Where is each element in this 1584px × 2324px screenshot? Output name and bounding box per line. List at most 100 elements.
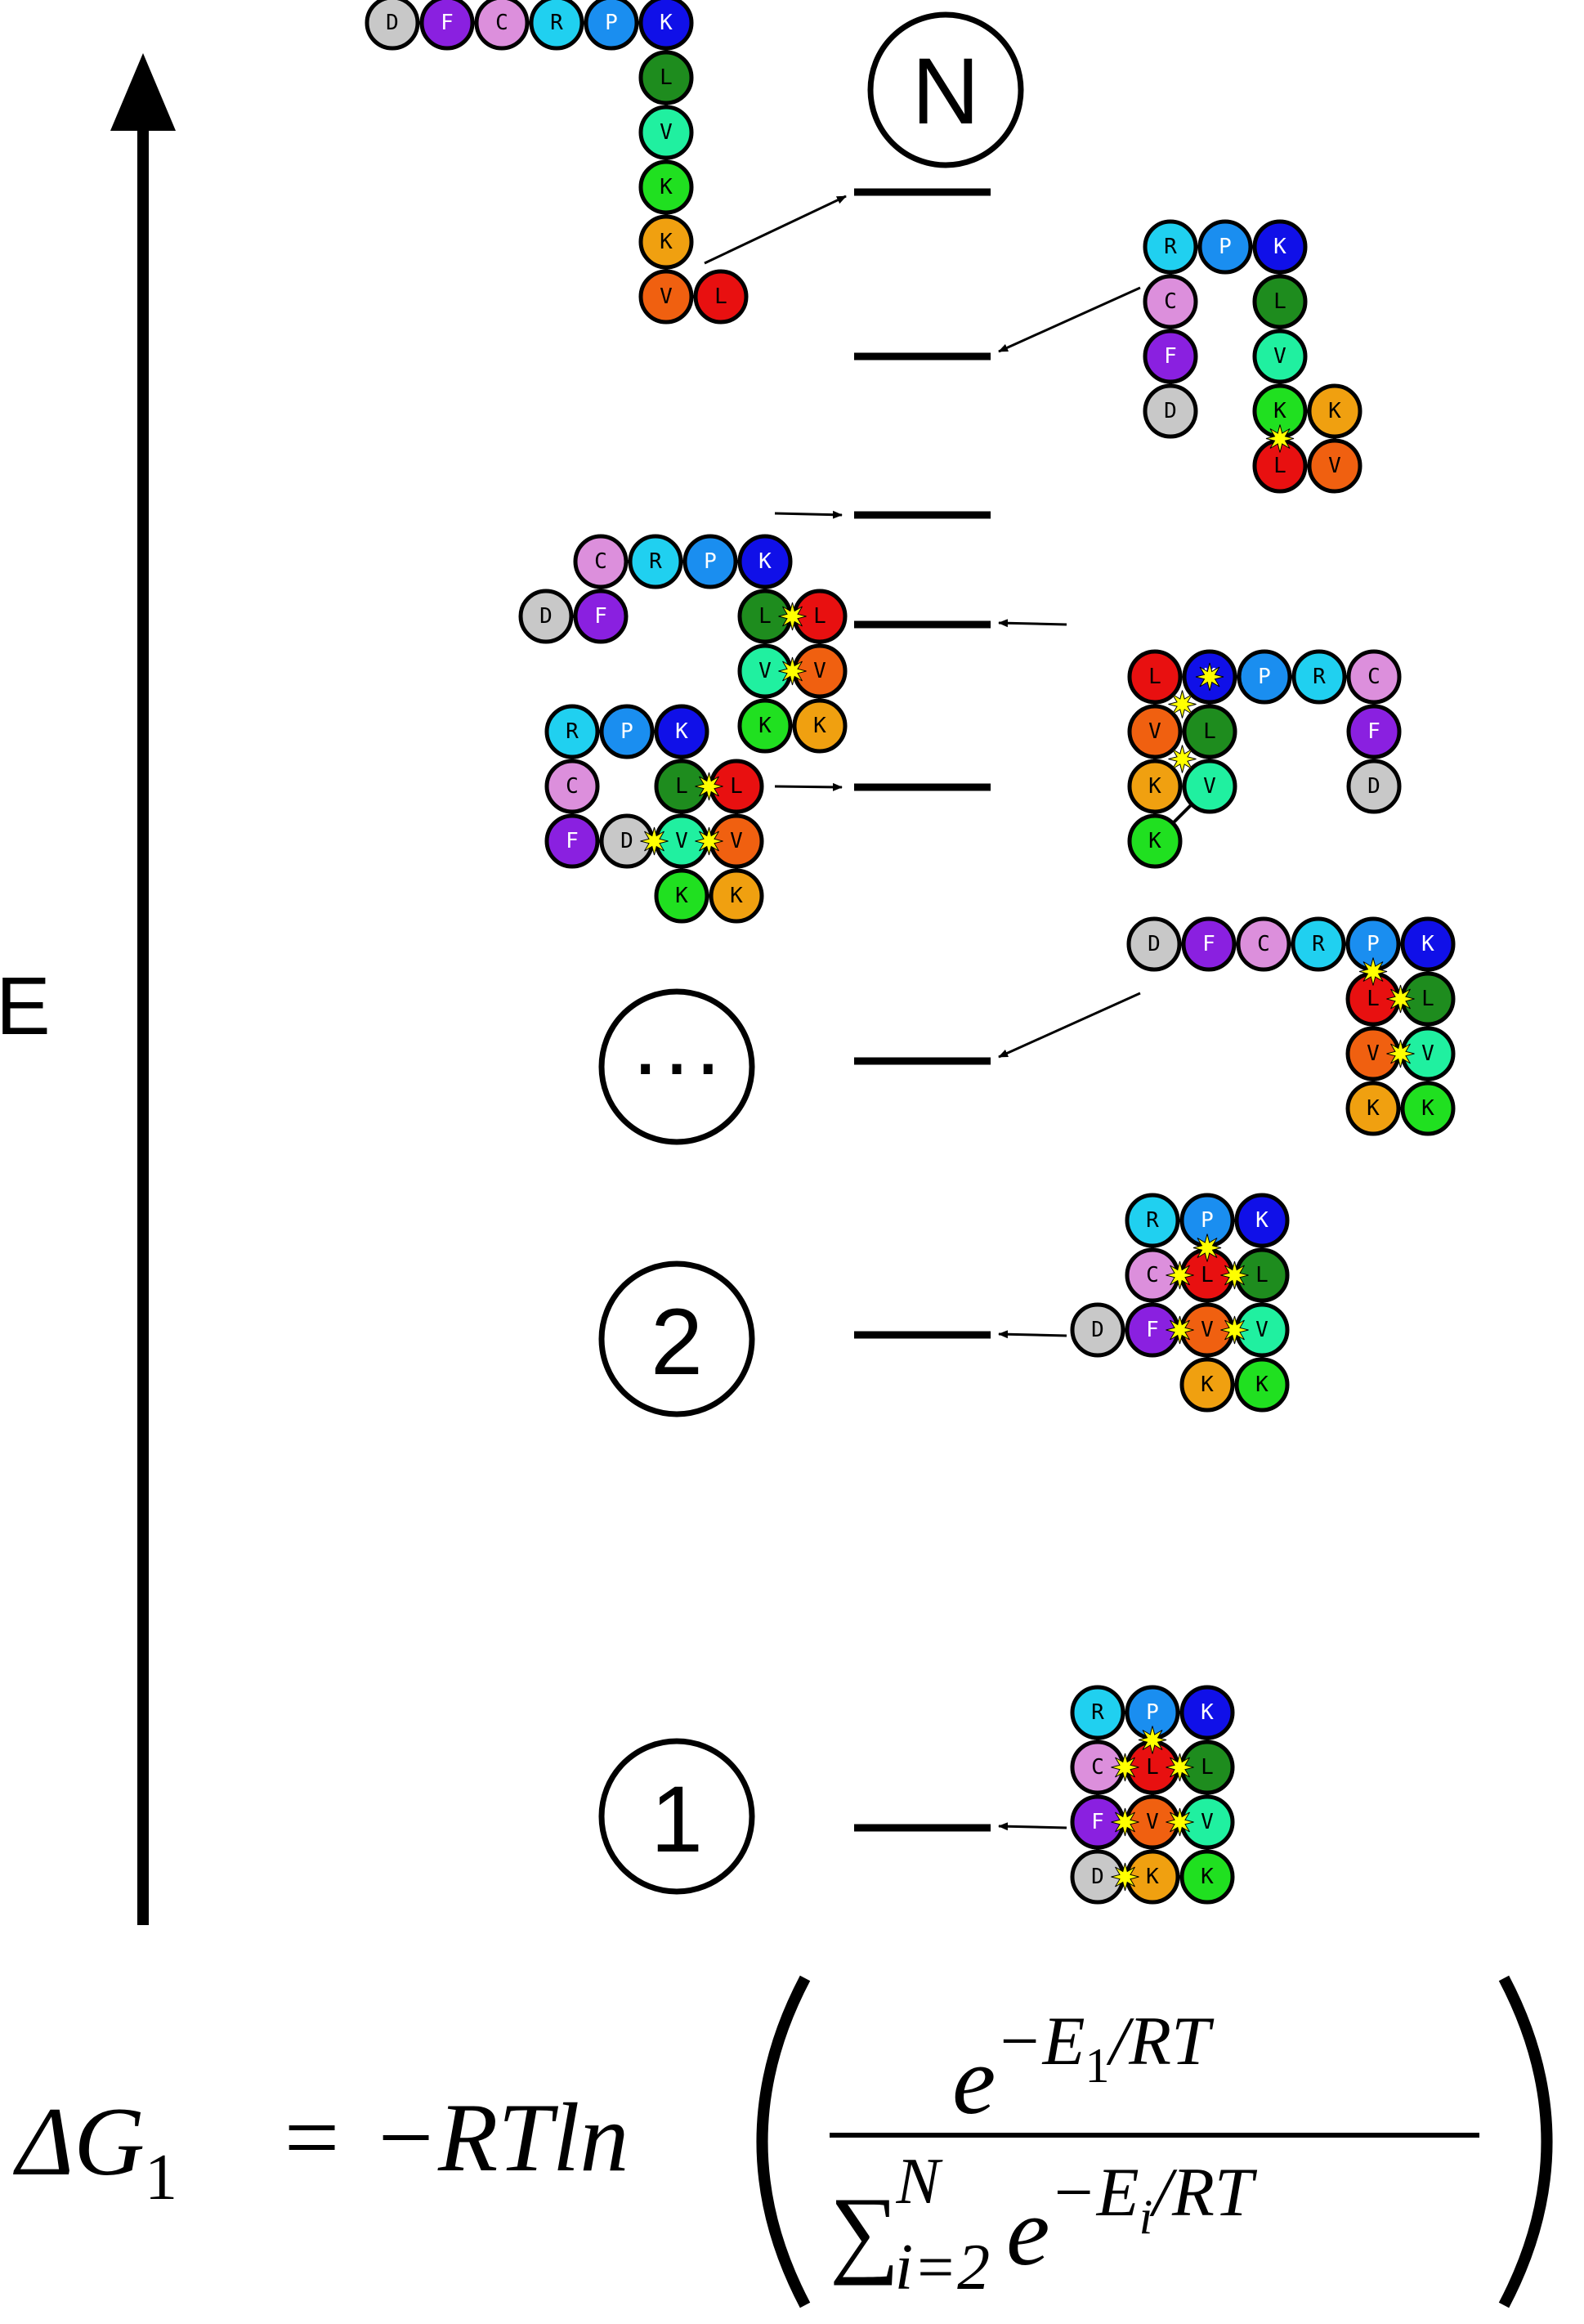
formula-sum: ∑ <box>830 2177 900 2286</box>
contact-star <box>1168 745 1197 773</box>
residue-C <box>544 759 600 814</box>
residue-label: D <box>539 604 553 629</box>
contact-star <box>1358 957 1388 986</box>
residue-label: K <box>730 884 743 908</box>
residue-V <box>638 105 694 160</box>
residue-K <box>1234 1357 1290 1413</box>
formula-den-base: e <box>1006 2177 1049 2286</box>
state-label-text: 1 <box>651 1767 703 1872</box>
residue-F <box>1143 329 1198 384</box>
residue-label: L <box>1273 454 1286 478</box>
residue-label: L <box>675 774 688 799</box>
residue-K <box>638 0 694 51</box>
residue-C <box>1143 274 1198 329</box>
residue-K <box>1179 1685 1235 1740</box>
state-label-1: 1 <box>598 1738 755 1895</box>
formula-delta-g: ΔG <box>13 2087 145 2196</box>
contact-star <box>1195 662 1224 692</box>
residue-label: K <box>1148 829 1161 853</box>
arrow-state-2 <box>998 1330 1067 1339</box>
residue-D <box>1346 759 1402 814</box>
formula-equals: = <box>278 2083 344 2192</box>
formula-den-exp: −E <box>1049 2154 1139 2231</box>
residue-R <box>1070 1685 1125 1740</box>
residue-label: F <box>594 604 607 629</box>
state-label-2: 2 <box>598 1261 755 1417</box>
contact-star <box>1111 1807 1139 1837</box>
residue-V <box>1182 759 1237 814</box>
residue-label: K <box>1421 1096 1434 1121</box>
residue-label: K <box>1367 1096 1380 1121</box>
energy-axis-arrowhead <box>110 53 176 131</box>
residue-label: P <box>1219 235 1232 259</box>
residue-C <box>1236 916 1291 972</box>
state-label-ellipsis: ··· <box>598 988 755 1145</box>
residue-R <box>1291 649 1347 705</box>
residue-label: V <box>813 659 826 683</box>
residue-label: F <box>1164 344 1177 369</box>
residue-D <box>1126 916 1182 972</box>
formula-num-exp-tail: /RT <box>1107 2003 1215 2080</box>
residue-label: V <box>1421 1041 1434 1066</box>
residue-P <box>599 704 655 759</box>
contact-star <box>1111 1862 1139 1892</box>
residue-label: C <box>566 774 579 799</box>
residue-K <box>638 159 694 215</box>
residue-label: F <box>566 829 579 853</box>
formula-sum-upper: N <box>896 2146 944 2218</box>
residue-label: K <box>660 175 673 199</box>
state-circle <box>598 1261 755 1417</box>
contact-star <box>1166 1753 1194 1782</box>
residue-label: L <box>1255 1263 1269 1287</box>
energy-axis-label: E <box>0 960 51 1052</box>
contact-star <box>1386 984 1415 1014</box>
residue-C <box>573 534 629 589</box>
residue-P <box>584 0 639 51</box>
residue-label: R <box>550 11 563 35</box>
residue-label: R <box>1091 1700 1104 1725</box>
contact-star <box>1111 1753 1139 1782</box>
residue-label: C <box>495 11 508 35</box>
state-label-text: N <box>911 39 979 144</box>
residue-label: K <box>813 714 826 738</box>
residue-label: L <box>730 774 743 799</box>
residue-K <box>638 214 694 270</box>
state-circle <box>598 988 755 1145</box>
residue-D <box>365 0 420 51</box>
residue-L <box>638 50 694 105</box>
residue-label: F <box>1146 1318 1159 1342</box>
arrow-hairpin-one-contact <box>998 286 1141 353</box>
residue-F <box>419 0 475 51</box>
state-circle <box>867 11 1024 168</box>
residue-label: R <box>1312 932 1325 956</box>
residue-label: L <box>813 604 826 629</box>
residue-label: D <box>386 11 399 35</box>
residue-label: F <box>1091 1810 1104 1834</box>
contact-star <box>1168 690 1197 719</box>
residue-label: K <box>1255 1372 1269 1397</box>
residue-K <box>1400 1081 1456 1136</box>
residue-K <box>1307 383 1363 439</box>
residue-label: D <box>1091 1865 1104 1889</box>
residue-label: K <box>1148 774 1161 799</box>
formula-rhs-prefix: −RTln <box>372 2083 629 2192</box>
formula-den-exp-sub: i <box>1139 2190 1153 2244</box>
residue-label: K <box>1421 932 1434 956</box>
arrow-state-1 <box>998 1822 1067 1831</box>
residue-K <box>737 698 793 754</box>
residue-label: K <box>1201 1865 1214 1889</box>
formula-numerator: e−E1/RT <box>952 2003 1215 2134</box>
residue-K <box>737 534 793 589</box>
contact-star <box>1166 1807 1194 1837</box>
residue-F <box>544 813 600 869</box>
formula-num-base: e <box>952 2026 996 2134</box>
residue-label: L <box>714 284 727 309</box>
residue-label: V <box>660 120 673 145</box>
residue-label: F <box>1367 719 1380 744</box>
